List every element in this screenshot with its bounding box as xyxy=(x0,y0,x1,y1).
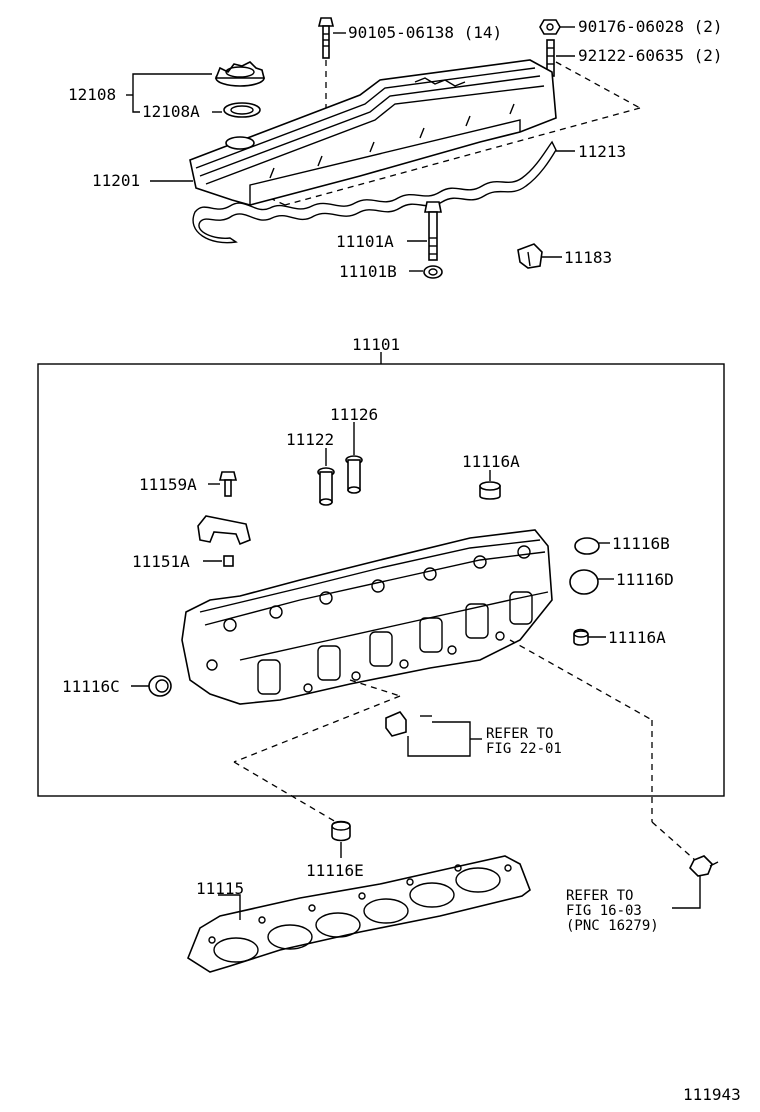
head-cover-gasket-drawing xyxy=(192,140,557,244)
filler-cap-gasket-drawing xyxy=(223,102,261,118)
label-90176: 90176-06028 (2) xyxy=(578,17,723,36)
ref-fig16-line2: FIG 16-03 xyxy=(566,903,642,919)
valve-guide-bushing-11126-drawing xyxy=(345,455,363,494)
label-11116c: 11116C xyxy=(62,677,120,696)
bolt-11101a-drawing xyxy=(424,201,442,261)
label-11116a-side: 11116A xyxy=(608,628,666,647)
label-11213: 11213 xyxy=(578,142,626,161)
label-11101: 11101 xyxy=(352,335,400,354)
cylinder-head-cover-drawing xyxy=(189,59,557,206)
label-11151a: 11151A xyxy=(132,552,190,571)
washer-11101b-drawing xyxy=(423,265,443,279)
ref-fig16-line1: REFER TO xyxy=(566,888,633,904)
label-11122: 11122 xyxy=(286,430,334,449)
ref-fig22-line1: REFER TO xyxy=(486,726,553,742)
label-11183: 11183 xyxy=(564,248,612,267)
grommet-11183-drawing xyxy=(517,243,543,269)
plug-11116a-top-drawing xyxy=(479,481,501,500)
camshaft-bearing-cap-drawing xyxy=(197,515,251,546)
label-11116b: 11116B xyxy=(612,534,670,553)
label-11201: 11201 xyxy=(92,171,140,190)
nut-90176-drawing xyxy=(539,19,561,35)
label-92122: 92122-60635 (2) xyxy=(578,46,723,65)
figure-id: 111943 xyxy=(683,1085,741,1104)
plug-11116a-side-drawing xyxy=(573,628,589,646)
ref-fig22-line2: FIG 22-01 xyxy=(486,741,562,757)
label-11159a: 11159A xyxy=(139,475,197,494)
valve-guide-bushing-11122-drawing xyxy=(317,467,335,506)
label-11116d: 11116D xyxy=(616,570,674,589)
cylinder-head-gasket-drawing xyxy=(187,855,531,973)
plug-11116d-drawing xyxy=(569,569,599,595)
label-90105: 90105-06138 (14) xyxy=(348,23,502,42)
cylinder-head-assembly-box xyxy=(37,363,725,797)
label-12108a: 12108A xyxy=(142,102,200,121)
label-11116a-top: 11116A xyxy=(462,452,520,471)
label-12108: 12108 xyxy=(68,85,116,104)
plug-11116c-drawing xyxy=(148,675,172,697)
pin-11151a-drawing xyxy=(223,555,234,567)
union-fitting-drawing xyxy=(385,711,432,737)
plug-11116e-drawing xyxy=(331,820,351,842)
sensor-fitting-drawing xyxy=(689,855,719,877)
plug-11116b-drawing xyxy=(574,537,600,555)
bolt-90105-drawing xyxy=(317,17,335,59)
label-11101b: 11101B xyxy=(339,262,397,281)
oil-filler-cap-drawing xyxy=(214,61,266,87)
label-11116e: 11116E xyxy=(306,861,364,880)
bolt-11159a-drawing xyxy=(218,471,238,497)
ref-fig16-line3: (PNC 16279) xyxy=(566,918,659,934)
label-11115: 11115 xyxy=(196,879,244,898)
label-11101a: 11101A xyxy=(336,232,394,251)
cylinder-head-drawing xyxy=(181,529,553,705)
label-11126: 11126 xyxy=(330,405,378,424)
